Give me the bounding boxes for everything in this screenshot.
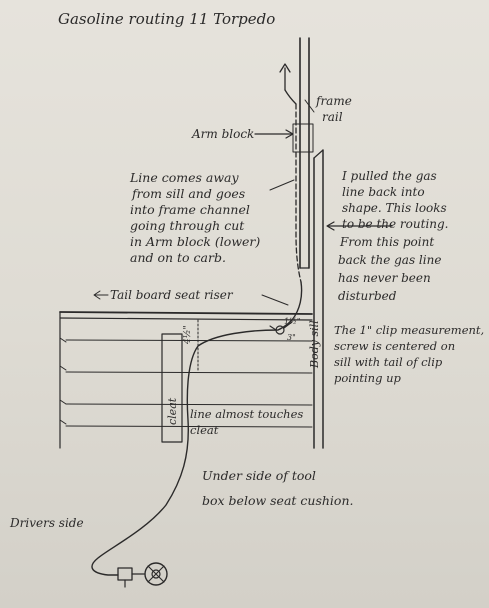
dim-1-5: 1½" — [284, 317, 301, 326]
tool-box-underside — [59, 311, 313, 449]
right-note-arrowhead — [326, 221, 335, 231]
body-sill-label: Body sill — [308, 320, 321, 369]
clip-note: The 1" clip measurement, screw is center… — [334, 323, 488, 385]
frame-rail-label: frame rail — [315, 94, 356, 124]
tail-board-label: Tail board seat riser — [110, 288, 234, 302]
gas-line-upper — [295, 103, 302, 283]
arm-block-label: Arm block — [191, 127, 254, 141]
fuel-valve-icon — [117, 562, 168, 588]
right-note: I pulled the gas line back into shape. T… — [338, 169, 452, 303]
diagram-title: Gasoline routing 11 Torpedo — [58, 10, 275, 28]
dim-3: 3" — [287, 333, 296, 342]
frame-rail-pointer — [304, 99, 315, 113]
top-fitting — [279, 63, 297, 105]
left-note-pointer — [269, 179, 295, 191]
drivers-side-label: Drivers side — [9, 516, 84, 530]
dim-4-5: 4½" — [182, 325, 193, 345]
tail-board-arrowhead-left — [93, 290, 101, 300]
under-side-label: Under side of tool box below seat cushio… — [202, 468, 353, 508]
cleat-label: cleat — [166, 397, 179, 425]
body-sill — [313, 149, 324, 449]
line-cleat-label: line almost touches cleat — [190, 407, 307, 437]
cleat — [161, 333, 183, 443]
frame-rail — [299, 37, 310, 269]
tail-board-arrow-right — [261, 294, 289, 306]
arm-block — [292, 123, 314, 153]
left-note: Line comes away from sill and goes into … — [129, 170, 264, 265]
gas-line-route — [91, 281, 303, 576]
